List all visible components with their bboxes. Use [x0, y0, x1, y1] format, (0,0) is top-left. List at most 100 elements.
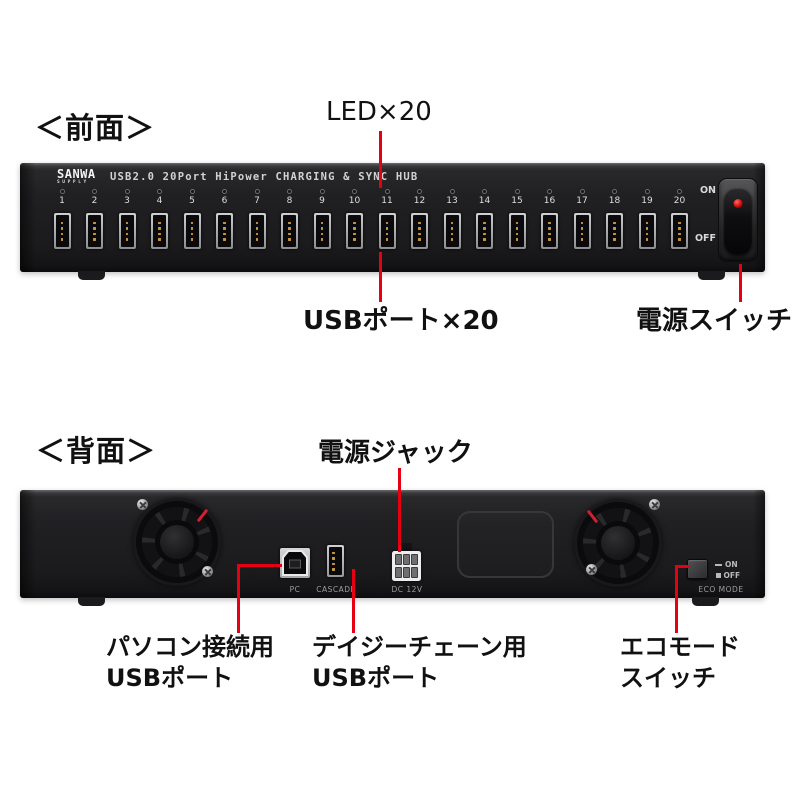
usb-a-port	[183, 213, 201, 249]
usb-a-port	[248, 213, 266, 249]
usb-a-cavity	[640, 215, 654, 247]
switch-on-label: ON	[699, 185, 716, 196]
eco-callout-line1: エコモード	[620, 633, 740, 661]
led-indicator	[287, 189, 292, 194]
fan-hub	[601, 526, 635, 560]
usb-a-port	[216, 213, 233, 249]
port-number: 10	[348, 196, 361, 206]
led-indicator	[612, 189, 617, 194]
led-indicator	[352, 189, 357, 194]
usb-contacts	[515, 221, 519, 241]
usb-a-cavity	[120, 215, 134, 247]
usb-contacts	[483, 221, 486, 241]
usb-a-cavity	[608, 215, 621, 247]
dc-power-jack	[392, 551, 421, 581]
port-number: 5	[189, 196, 195, 206]
eco-mode-label: ECO MODE	[698, 585, 744, 594]
usb-a-cavity	[88, 215, 101, 247]
usb-a-cavity	[153, 215, 166, 247]
led-indicator	[92, 189, 97, 194]
led-indicator	[384, 189, 390, 194]
power-jack-callout-label: 電源ジャック	[318, 438, 473, 468]
eco-callout-line-v	[675, 565, 678, 633]
usb-a-cavity	[575, 215, 589, 247]
hub-front-panel: SANWA SUPPLY USB2.0 20Port HiPower CHARG…	[20, 163, 765, 272]
power-switch-callout-line	[739, 264, 742, 302]
pc-usb-callout-line2: USBポート	[106, 664, 234, 692]
usb-a-port	[671, 213, 688, 249]
usb-a-cavity	[218, 215, 231, 247]
port-number: 4	[156, 196, 163, 206]
usb-port-unit-10: 10	[339, 187, 371, 249]
port-number: 2	[91, 196, 98, 206]
eco-off-label: OFF	[723, 571, 741, 580]
port-number: 17	[576, 196, 588, 206]
port-number: 8	[286, 196, 293, 206]
usb-a-port	[638, 213, 656, 249]
led-indicator	[254, 189, 260, 194]
usb-a-port	[86, 213, 103, 249]
eco-mode-button	[687, 559, 708, 579]
led-indicator	[644, 189, 650, 194]
dc-pin-hole	[403, 566, 410, 578]
usb-a-port	[118, 213, 136, 249]
usb-a-cavity	[413, 215, 426, 247]
port-number: 1	[59, 196, 65, 206]
usb-contacts	[332, 551, 335, 571]
power-switch-rocker	[724, 188, 752, 254]
usb-contacts	[418, 221, 421, 241]
power-indicator-dot	[733, 199, 743, 208]
usb-port-unit-8: 8	[274, 187, 306, 249]
port-number: 19	[641, 196, 653, 206]
brand-name: SANWA	[57, 167, 96, 181]
usb-contacts	[580, 221, 584, 241]
usb-port-unit-11: 11	[371, 187, 403, 249]
usb-contacts	[548, 221, 551, 241]
led-indicator	[124, 189, 130, 194]
screw	[137, 499, 148, 510]
usb-a-port	[313, 213, 331, 249]
usb-a-port	[443, 213, 461, 249]
usb-a-port	[411, 213, 428, 249]
power-switch	[718, 178, 758, 262]
back-view-heading: ＜背面＞	[36, 434, 157, 468]
hub-back-panel: PC CASCADE DC 12V ON OFF ECO MODE	[20, 490, 765, 598]
usb-contacts	[60, 221, 64, 241]
recessed-label-area	[457, 511, 554, 578]
led-indicator	[514, 189, 520, 194]
front-view-heading: ＜前面＞	[35, 111, 156, 145]
port-number: 3	[124, 196, 130, 206]
eco-on-label: ON	[725, 560, 738, 569]
usb-a-cavity	[55, 215, 69, 247]
port-number: 16	[543, 196, 556, 206]
usb-port-unit-15: 15	[501, 187, 533, 249]
dc-pin-hole	[411, 566, 418, 578]
led-indicator	[417, 189, 422, 194]
usb-contacts	[320, 221, 324, 241]
led-indicator	[189, 189, 195, 194]
usb-contacts	[93, 221, 96, 241]
usb-contacts	[288, 221, 291, 241]
led-indicator	[157, 189, 162, 194]
led-indicator	[319, 189, 325, 194]
usb-port-unit-2: 2	[79, 187, 111, 249]
pc-usb-callout-label: パソコン接続用 USBポート	[106, 632, 274, 694]
pc-usb-callout-line-h	[237, 564, 282, 567]
usb-port-unit-4: 4	[144, 187, 176, 249]
screw	[649, 499, 660, 510]
usb-b-receptacle	[282, 550, 308, 576]
cascade-usb-callout-line1: デイジーチェーン用	[312, 633, 527, 661]
screw	[202, 566, 213, 577]
power-switch-callout-label: 電源スイッチ	[636, 306, 793, 336]
usb-port-unit-9: 9	[306, 187, 338, 249]
cascade-port-label: CASCADE	[316, 585, 356, 594]
usb-a-cavity	[445, 215, 459, 247]
usb-a-port	[573, 213, 591, 249]
eco-callout-line-h	[675, 565, 689, 568]
dc-jack-label: DC 12V	[391, 585, 423, 594]
usb-port-unit-18: 18	[599, 187, 631, 249]
usb-a-port	[606, 213, 623, 249]
usb-port-unit-1: 1	[46, 187, 78, 249]
usb-a-port	[346, 213, 363, 249]
usb-contacts	[158, 221, 161, 241]
